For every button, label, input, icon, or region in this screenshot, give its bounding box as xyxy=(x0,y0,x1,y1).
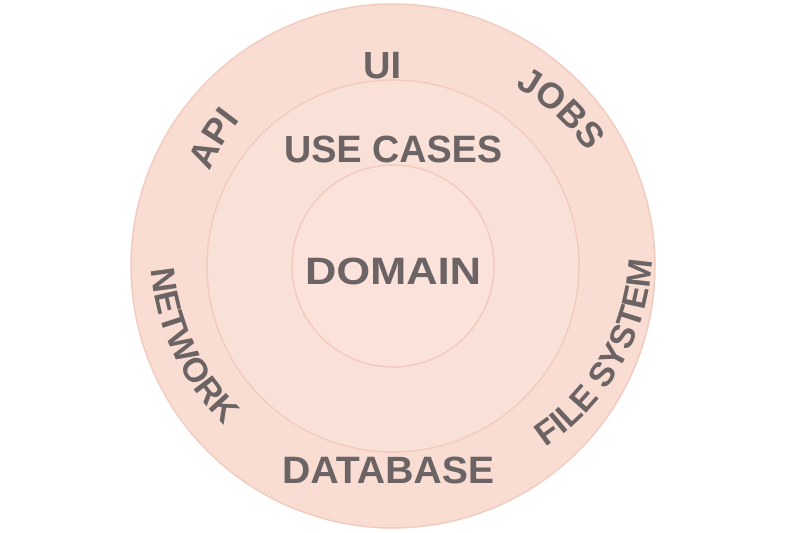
label-ui: UI xyxy=(363,45,401,87)
label-use-cases: USE CASES xyxy=(284,129,502,171)
core-circle xyxy=(291,164,495,368)
label-domain: DOMAIN xyxy=(305,251,481,293)
label-database: DATABASE xyxy=(282,450,494,492)
